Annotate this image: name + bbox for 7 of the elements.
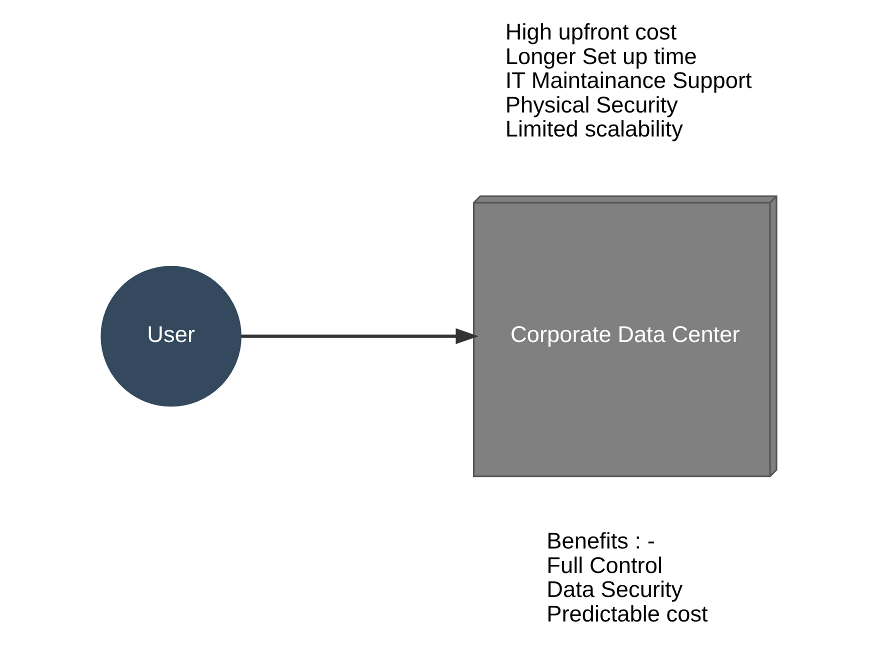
arrow bbox=[241, 328, 478, 344]
label: High upfront cost bbox=[505, 18, 677, 45]
label: Physical Security bbox=[505, 91, 678, 118]
label: Data Security bbox=[546, 576, 683, 602]
label: Full Control bbox=[546, 552, 662, 578]
node-circle: User bbox=[100, 266, 242, 407]
label: Benefits : - bbox=[546, 528, 655, 554]
